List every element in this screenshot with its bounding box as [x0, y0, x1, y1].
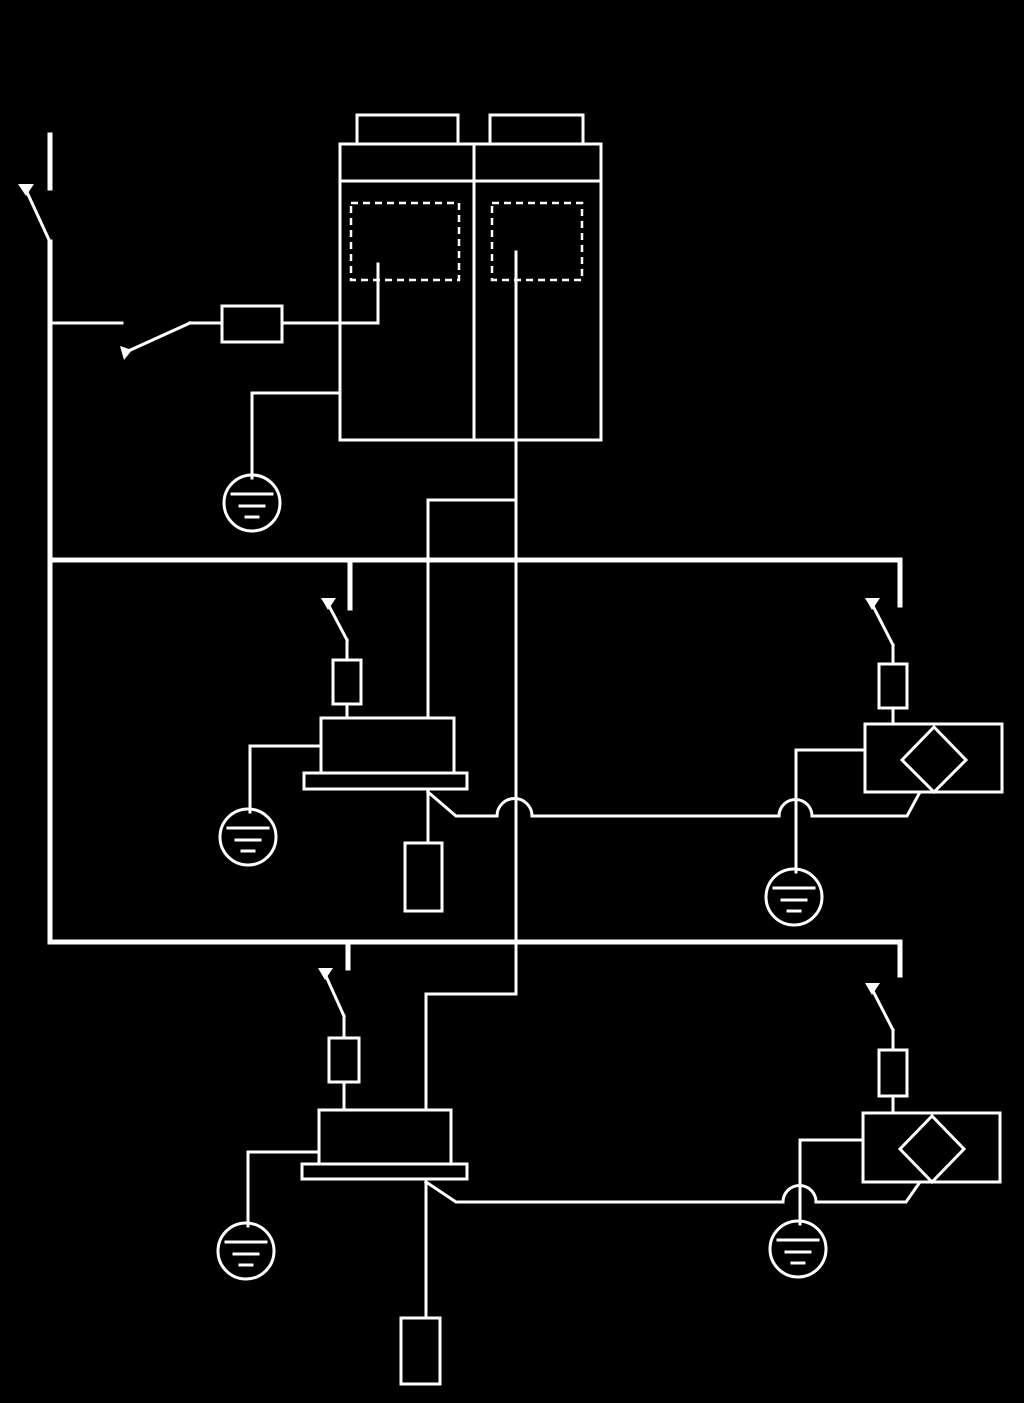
- control-wire-2: [423, 1179, 923, 1204]
- fuse: [877, 662, 909, 710]
- fuse: [331, 658, 363, 706]
- indoor-unit: [302, 716, 469, 791]
- main-disconnect-switch: [18, 132, 53, 945]
- ground-symbol: [218, 744, 323, 867]
- hvac-unit-with-damper-symbol: [863, 722, 1004, 795]
- control-board: [349, 201, 461, 282]
- indoor-branch-1: [218, 598, 923, 913]
- ground-symbol: [764, 748, 867, 927]
- thermostat: [403, 841, 444, 913]
- hvac-branch-2: [768, 983, 1002, 1279]
- ground-symbol: [216, 1150, 321, 1281]
- indoor-unit: [300, 1108, 469, 1181]
- outdoor-unit-feed: [48, 262, 380, 360]
- thermostat: [399, 1316, 442, 1386]
- fuse: [327, 1036, 361, 1084]
- fuse: [220, 304, 284, 344]
- ground-symbol: [222, 391, 342, 533]
- control-board: [490, 201, 584, 282]
- power-bus-1: [47, 557, 903, 611]
- hvac-branch-1: [764, 598, 1004, 927]
- outdoor-unit: [338, 113, 603, 442]
- ground-symbol: [768, 1138, 865, 1279]
- fuse: [877, 1048, 909, 1098]
- indoor-branch-2: [216, 968, 923, 1386]
- communication-line: [424, 250, 518, 1112]
- power-bus-2: [47, 939, 903, 978]
- hvac-unit-with-damper-symbol: [861, 1111, 1002, 1185]
- control-wire-1: [425, 789, 923, 818]
